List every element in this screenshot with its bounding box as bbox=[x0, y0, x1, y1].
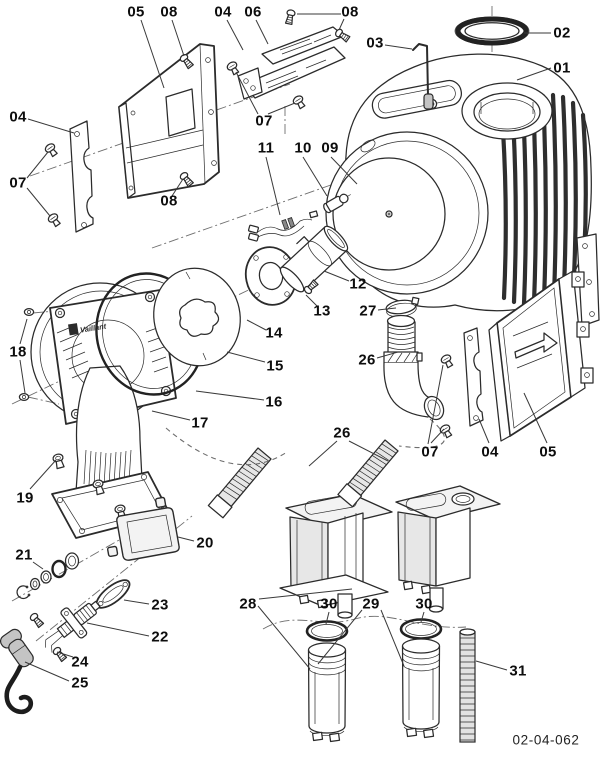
callout-02-seal-ring: 02 bbox=[553, 24, 571, 42]
callout-19-base-screws: 19 bbox=[16, 489, 34, 507]
callout-14-flange: 14 bbox=[265, 324, 283, 342]
callout-26-intake-hoses: 26 bbox=[333, 424, 351, 442]
callout-22-electrode: 22 bbox=[151, 628, 169, 646]
callout-27-hose-clamp: 27 bbox=[359, 302, 377, 320]
top-slot bbox=[371, 79, 463, 119]
callout-03-sensor-probe: 03 bbox=[366, 34, 384, 52]
callout-09-insulation-disc: 09 bbox=[321, 139, 339, 157]
silencer-assembly-right bbox=[337, 439, 501, 613]
cover-gasket bbox=[106, 496, 180, 561]
cable-harness bbox=[247, 210, 319, 242]
left-mounting-strip bbox=[43, 120, 94, 233]
callout-24-electrode-screw: 24 bbox=[71, 653, 89, 671]
ignition-electrode bbox=[45, 600, 101, 653]
brand-logo: Vaillant bbox=[68, 322, 107, 336]
callout-30-oring-left: 30 bbox=[320, 595, 338, 613]
callout-30-oring-right: 30 bbox=[415, 595, 433, 613]
top-bracket bbox=[225, 8, 351, 111]
callout-07-bracket-screws: 07 bbox=[255, 112, 273, 130]
callout-06-top-bracket: 06 bbox=[244, 3, 262, 21]
elbow-hose bbox=[383, 296, 445, 421]
callout-18-nuts: 18 bbox=[9, 343, 27, 361]
brand-logo-text: Vaillant bbox=[79, 322, 107, 335]
flue-collar bbox=[461, 82, 553, 140]
insulation-disc bbox=[332, 157, 446, 271]
callout-15-door-insulation: 15 bbox=[266, 357, 284, 375]
callout-04-top-bracket-tab: 04 bbox=[214, 3, 232, 21]
callout-20-cover-gasket: 20 bbox=[196, 534, 214, 552]
callout-04-left-strip: 04 bbox=[9, 108, 27, 126]
callout-04-right-strip: 04 bbox=[481, 443, 499, 461]
flame-tube bbox=[279, 225, 349, 296]
silencer-cartridge-right bbox=[399, 618, 443, 739]
callout-13-flame-tube-screw: 13 bbox=[313, 302, 331, 320]
callout-05-right-side-panel: 05 bbox=[539, 443, 557, 461]
callout-28-silencers: 28 bbox=[239, 595, 257, 613]
right-mounting-strip bbox=[438, 327, 484, 440]
callout-08-panel-screw-top: 08 bbox=[160, 3, 178, 21]
callout-11-cable-harness: 11 bbox=[257, 139, 275, 157]
silencer-cartridge-left bbox=[305, 620, 349, 743]
callout-23-electrode-gasket: 23 bbox=[151, 596, 169, 614]
callout-21-seal-set: 21 bbox=[15, 546, 33, 564]
callout-31-flexible-rod: 31 bbox=[509, 662, 527, 680]
callout-01-boiler-body: 01 bbox=[553, 59, 571, 77]
igniter-fitting bbox=[323, 193, 351, 214]
callout-07-right-screws: 07 bbox=[421, 443, 439, 461]
callout-07-left-screws: 07 bbox=[9, 174, 27, 192]
callout-25-ignition-lead: 25 bbox=[71, 674, 89, 692]
seal-set bbox=[16, 552, 80, 600]
flue-seal-ring bbox=[454, 16, 530, 46]
callout-16-door-gasket: 16 bbox=[265, 393, 283, 411]
flexible-rod bbox=[459, 628, 476, 743]
callout-08-panel-screw-bottom: 08 bbox=[160, 192, 178, 210]
drawing-number: 02-04-062 bbox=[512, 732, 580, 748]
left-side-panel bbox=[118, 43, 220, 199]
ignition-lead bbox=[0, 628, 34, 715]
callout-29-cartridges: 29 bbox=[362, 595, 380, 613]
callout-05-left-side-panel: 05 bbox=[127, 3, 145, 21]
right-side-panel bbox=[488, 233, 600, 442]
callout-08-bracket-screws: 08 bbox=[341, 3, 359, 21]
flame-tube-flange bbox=[244, 246, 298, 306]
sensor-probe bbox=[412, 43, 434, 110]
leader-lines bbox=[19, 13, 552, 682]
callout-10-igniter-fitting: 10 bbox=[294, 139, 312, 157]
callout-12-flame-tube: 12 bbox=[349, 275, 367, 293]
burner-door-insulation bbox=[153, 267, 241, 367]
callout-26-elbow-hose: 26 bbox=[358, 351, 376, 369]
callout-17-burner: 17 bbox=[191, 414, 209, 432]
